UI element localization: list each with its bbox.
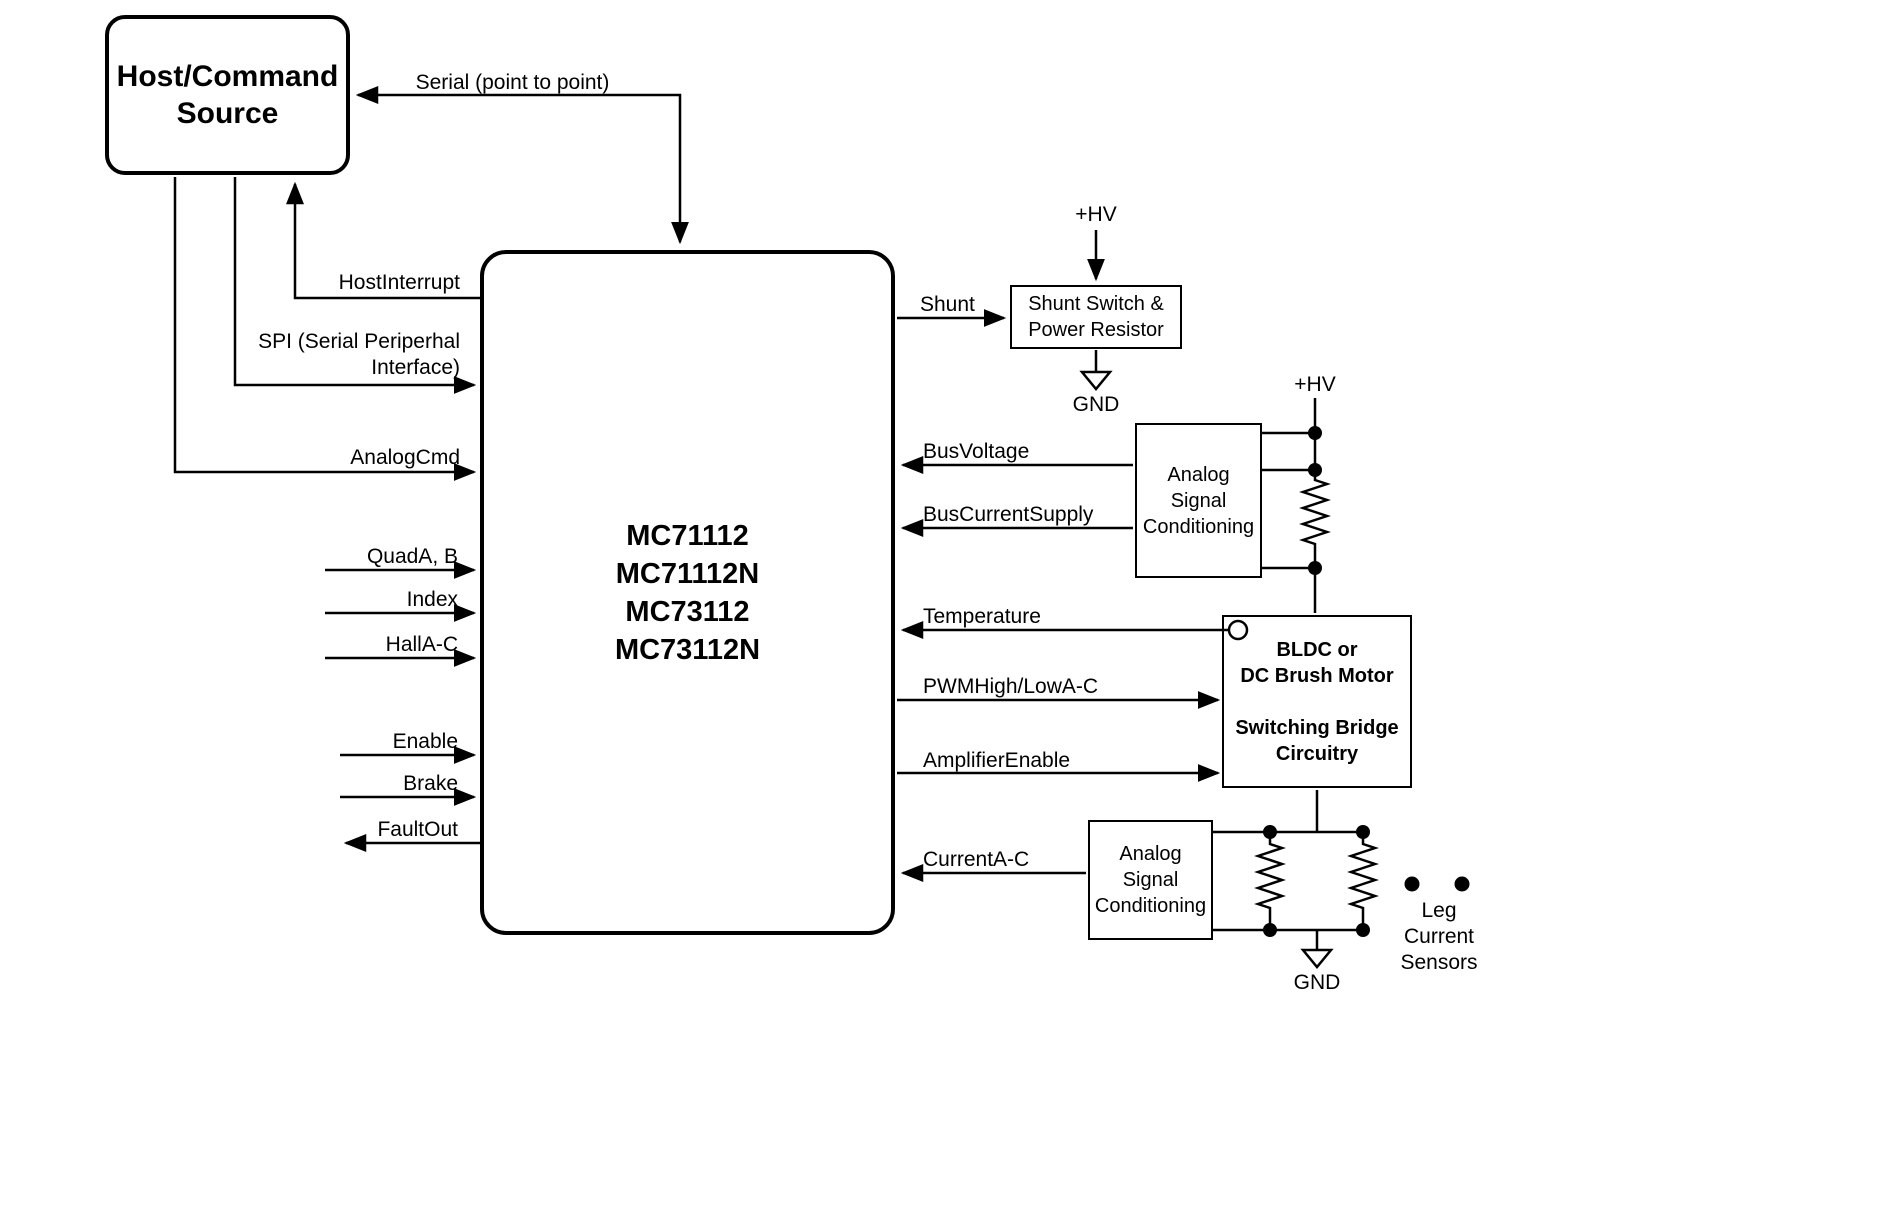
label-pwm: PWMHigh/LowA-C [923, 675, 1099, 698]
label-leg-current-sensors: Leg Current Sensors [1394, 898, 1484, 976]
gnd-symbol-bridge [1300, 948, 1334, 969]
label-analog-cmd: AnalogCmd [350, 446, 460, 469]
ic-part-number: MC73112N [614, 633, 761, 666]
shunt-box-line: Power Resistor [1028, 319, 1164, 341]
motor-box-line: Circuitry [1275, 742, 1359, 765]
label-bus-current-supply: BusCurrentSupply [923, 503, 1094, 526]
junction-dot [1263, 825, 1277, 839]
ic-part-number: MC71112 [626, 519, 749, 552]
label-bus-voltage: BusVoltage [923, 440, 1030, 463]
label-leg-line: Sensors [1400, 951, 1478, 974]
label-spi-line: Interface) [371, 356, 460, 379]
leg-sensor-dot [1404, 876, 1420, 892]
asc-bottom-line: Signal [1122, 869, 1179, 891]
motor-box-line: Switching Bridge [1235, 716, 1399, 739]
junction-dot [1263, 923, 1277, 937]
wire-analog-cmd [173, 177, 477, 481]
resistor-leg-left-icon [1254, 832, 1286, 930]
motor-bridge-box: BLDC or DC Brush Motor Switching Bridge … [1222, 615, 1412, 788]
junction-dot [1356, 825, 1370, 839]
label-hall-ac: HallA-C [385, 633, 458, 656]
label-fault-out: FaultOut [377, 818, 458, 841]
label-host-interrupt: HostInterrupt [338, 271, 460, 294]
label-spi-line: SPI (Serial Periperhal [258, 330, 460, 353]
label-temperature: Temperature [923, 605, 1041, 628]
analog-signal-conditioning-bottom-box: Analog Signal Conditioning [1088, 820, 1213, 940]
asc-bottom-line: Analog [1119, 843, 1182, 865]
label-spi: SPI (Serial Periperhal Interface) [230, 329, 460, 381]
label-amplifier-enable: AmplifierEnable [923, 749, 1071, 772]
label-leg-line: Current [1403, 925, 1475, 948]
temperature-node-circle [1227, 619, 1249, 641]
junction-dot [1308, 463, 1322, 477]
motor-box-line: DC Brush Motor [1240, 664, 1394, 687]
junction-dot [1356, 923, 1370, 937]
host-box-line: Host/Command [116, 60, 339, 93]
gnd-symbol-shunt [1079, 370, 1113, 391]
label-index: Index [406, 588, 458, 611]
label-brake: Brake [403, 772, 458, 795]
resistor-leg-right-icon [1347, 832, 1379, 930]
asc-top-line: Conditioning [1142, 515, 1255, 538]
label-gnd-bridge: GND [1293, 971, 1341, 994]
wire-spi [233, 177, 477, 394]
motor-box-line: BLDC or [1276, 638, 1358, 661]
asc-top-line: Analog [1167, 463, 1230, 486]
label-shunt: Shunt [920, 293, 975, 316]
junction-dot [1308, 561, 1322, 575]
host-command-source-box: Host/Command Source [105, 15, 350, 175]
junction-dot [1308, 426, 1322, 440]
label-enable: Enable [392, 730, 458, 753]
label-hv-shunt: +HV [1075, 203, 1117, 226]
label-hv-bridge: +HV [1294, 373, 1336, 396]
analog-signal-conditioning-top-box: Analog Signal Conditioning [1135, 423, 1262, 578]
wire-host-interrupt [286, 181, 482, 300]
leg-sensor-dot [1454, 876, 1470, 892]
asc-bottom-line: Conditioning [1094, 895, 1207, 917]
shunt-switch-box: Shunt Switch & Power Resistor [1010, 285, 1182, 349]
label-current-ac: CurrentA-C [923, 848, 1030, 871]
shunt-box-line: Shunt Switch & [1028, 293, 1164, 315]
host-box-line: Source [176, 97, 279, 130]
asc-top-line: Signal [1170, 489, 1227, 512]
wire-serial [355, 86, 689, 245]
label-leg-line: Leg [1421, 899, 1457, 922]
ic-part-number: MC71112N [615, 557, 760, 590]
label-quad-ab: QuadA, B [366, 545, 458, 568]
ic-part-number: MC73112 [625, 595, 750, 628]
resistor-bus-icon [1299, 398, 1331, 613]
mc-ic-box: MC71112 MC71112N MC73112 MC73112N [480, 250, 895, 935]
label-gnd-shunt: GND [1072, 393, 1120, 416]
label-serial: Serial (point to point) [415, 71, 610, 94]
